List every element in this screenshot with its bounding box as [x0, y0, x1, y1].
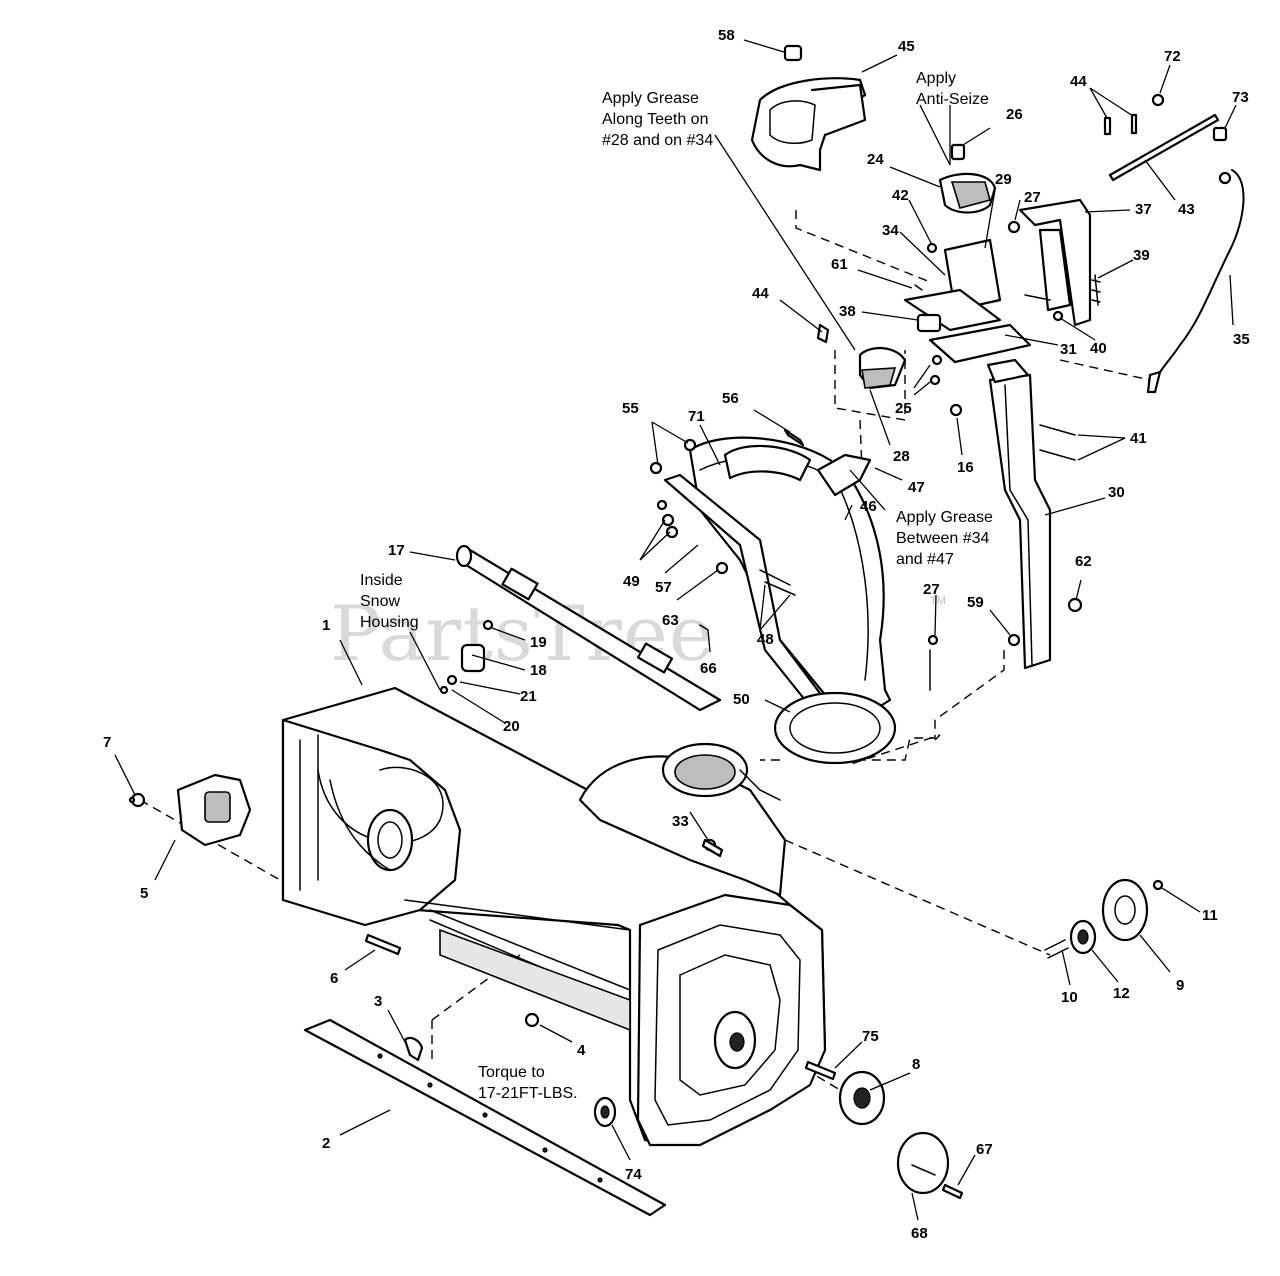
callout-61: 61 — [831, 256, 848, 273]
callout-58: 58 — [718, 27, 735, 44]
callout-16: 16 — [957, 459, 974, 476]
bearing-flanges — [593, 838, 1164, 1200]
callout-28: 28 — [893, 448, 910, 465]
chute-deflector — [750, 44, 867, 172]
callout-55: 55 — [622, 400, 639, 417]
callout-40: 40 — [1090, 340, 1107, 357]
callout-4: 4 — [577, 1042, 586, 1059]
rotation-gear-assembly — [858, 143, 1032, 390]
callout-35: 35 — [1233, 331, 1250, 348]
callout-49: 49 — [623, 573, 640, 590]
fasteners — [128, 220, 1083, 1062]
watermark-trademark: TM — [930, 595, 946, 607]
callout-39: 39 — [1133, 247, 1150, 264]
callout-7: 7 — [103, 734, 111, 751]
callout-72: 72 — [1164, 48, 1181, 65]
callout-27-upper: 27 — [1024, 189, 1041, 206]
callout-50: 50 — [733, 691, 750, 708]
callout-18: 18 — [530, 662, 547, 679]
callout-44-left: 44 — [752, 285, 769, 302]
callout-41: 41 — [1130, 430, 1147, 447]
callout-43: 43 — [1178, 201, 1195, 218]
callout-24: 24 — [867, 151, 884, 168]
callout-38: 38 — [839, 303, 856, 320]
callout-27-lower: 27 — [923, 581, 940, 598]
callout-44-right: 44 — [1070, 73, 1087, 90]
callout-1: 1 — [322, 617, 330, 634]
callout-5: 5 — [140, 885, 148, 902]
support-tube — [986, 358, 1052, 670]
notes: Apply Grease Along Teeth on #28 and on #… — [360, 70, 997, 1102]
callout-56: 56 — [722, 390, 739, 407]
callout-63: 63 — [662, 612, 679, 629]
callout-10: 10 — [1061, 989, 1078, 1006]
callout-67: 67 — [976, 1141, 993, 1158]
callout-48: 48 — [757, 631, 774, 648]
callout-57: 57 — [655, 579, 672, 596]
callout-31: 31 — [1060, 341, 1077, 358]
snow-housing — [281, 686, 827, 1147]
callout-62: 62 — [1075, 553, 1092, 570]
callout-8: 8 — [912, 1056, 920, 1073]
callout-19: 19 — [530, 634, 547, 651]
crank-bracket — [1018, 198, 1101, 327]
callout-46: 46 — [860, 498, 877, 515]
callout-73: 73 — [1232, 89, 1249, 106]
leader-lines — [114, 39, 1237, 1221]
callout-2: 2 — [322, 1135, 330, 1152]
callout-47: 47 — [908, 479, 925, 496]
callout-3: 3 — [374, 993, 382, 1010]
callout-42: 42 — [892, 187, 909, 204]
callout-20: 20 — [503, 718, 520, 735]
note-inside-housing: Inside Snow Housing — [360, 572, 419, 631]
auger-shaft — [439, 544, 722, 712]
callout-75: 75 — [862, 1028, 879, 1045]
callout-66: 66 — [700, 660, 717, 677]
callout-74: 74 — [625, 1166, 642, 1183]
skid-shoe — [130, 773, 252, 847]
note-grease-teeth: Apply Grease Along Teeth on #28 and on #… — [602, 90, 713, 149]
callout-71: 71 — [688, 408, 705, 425]
callout-26: 26 — [1006, 106, 1023, 123]
callout-37: 37 — [1135, 201, 1152, 218]
scraper-bar — [303, 1018, 667, 1217]
note-anti-seize: Apply Anti-Seize — [916, 70, 989, 108]
callout-9: 9 — [1176, 977, 1184, 994]
callout-45: 45 — [898, 38, 915, 55]
callout-29: 29 — [995, 171, 1012, 188]
callout-11: 11 — [1202, 907, 1218, 924]
callout-17: 17 — [388, 542, 405, 559]
callouts: 1 2 3 4 5 6 7 8 9 10 11 12 16 17 18 19 2… — [103, 27, 1250, 1242]
note-torque: Torque to 17-21FT-LBS. — [478, 1064, 578, 1102]
callout-33: 33 — [672, 813, 689, 830]
callout-30: 30 — [1108, 484, 1125, 501]
callout-68: 68 — [911, 1225, 928, 1242]
callout-34: 34 — [882, 222, 899, 239]
callout-12: 12 — [1113, 985, 1130, 1002]
callout-6: 6 — [330, 970, 338, 987]
callout-21: 21 — [520, 688, 537, 705]
note-grease-between: Apply Grease Between #34 and #47 — [896, 509, 997, 568]
control-cable — [1146, 169, 1245, 394]
callout-25: 25 — [895, 400, 912, 417]
callout-59: 59 — [967, 594, 984, 611]
crank-rod — [1103, 93, 1228, 182]
discharge-chute — [663, 436, 897, 765]
